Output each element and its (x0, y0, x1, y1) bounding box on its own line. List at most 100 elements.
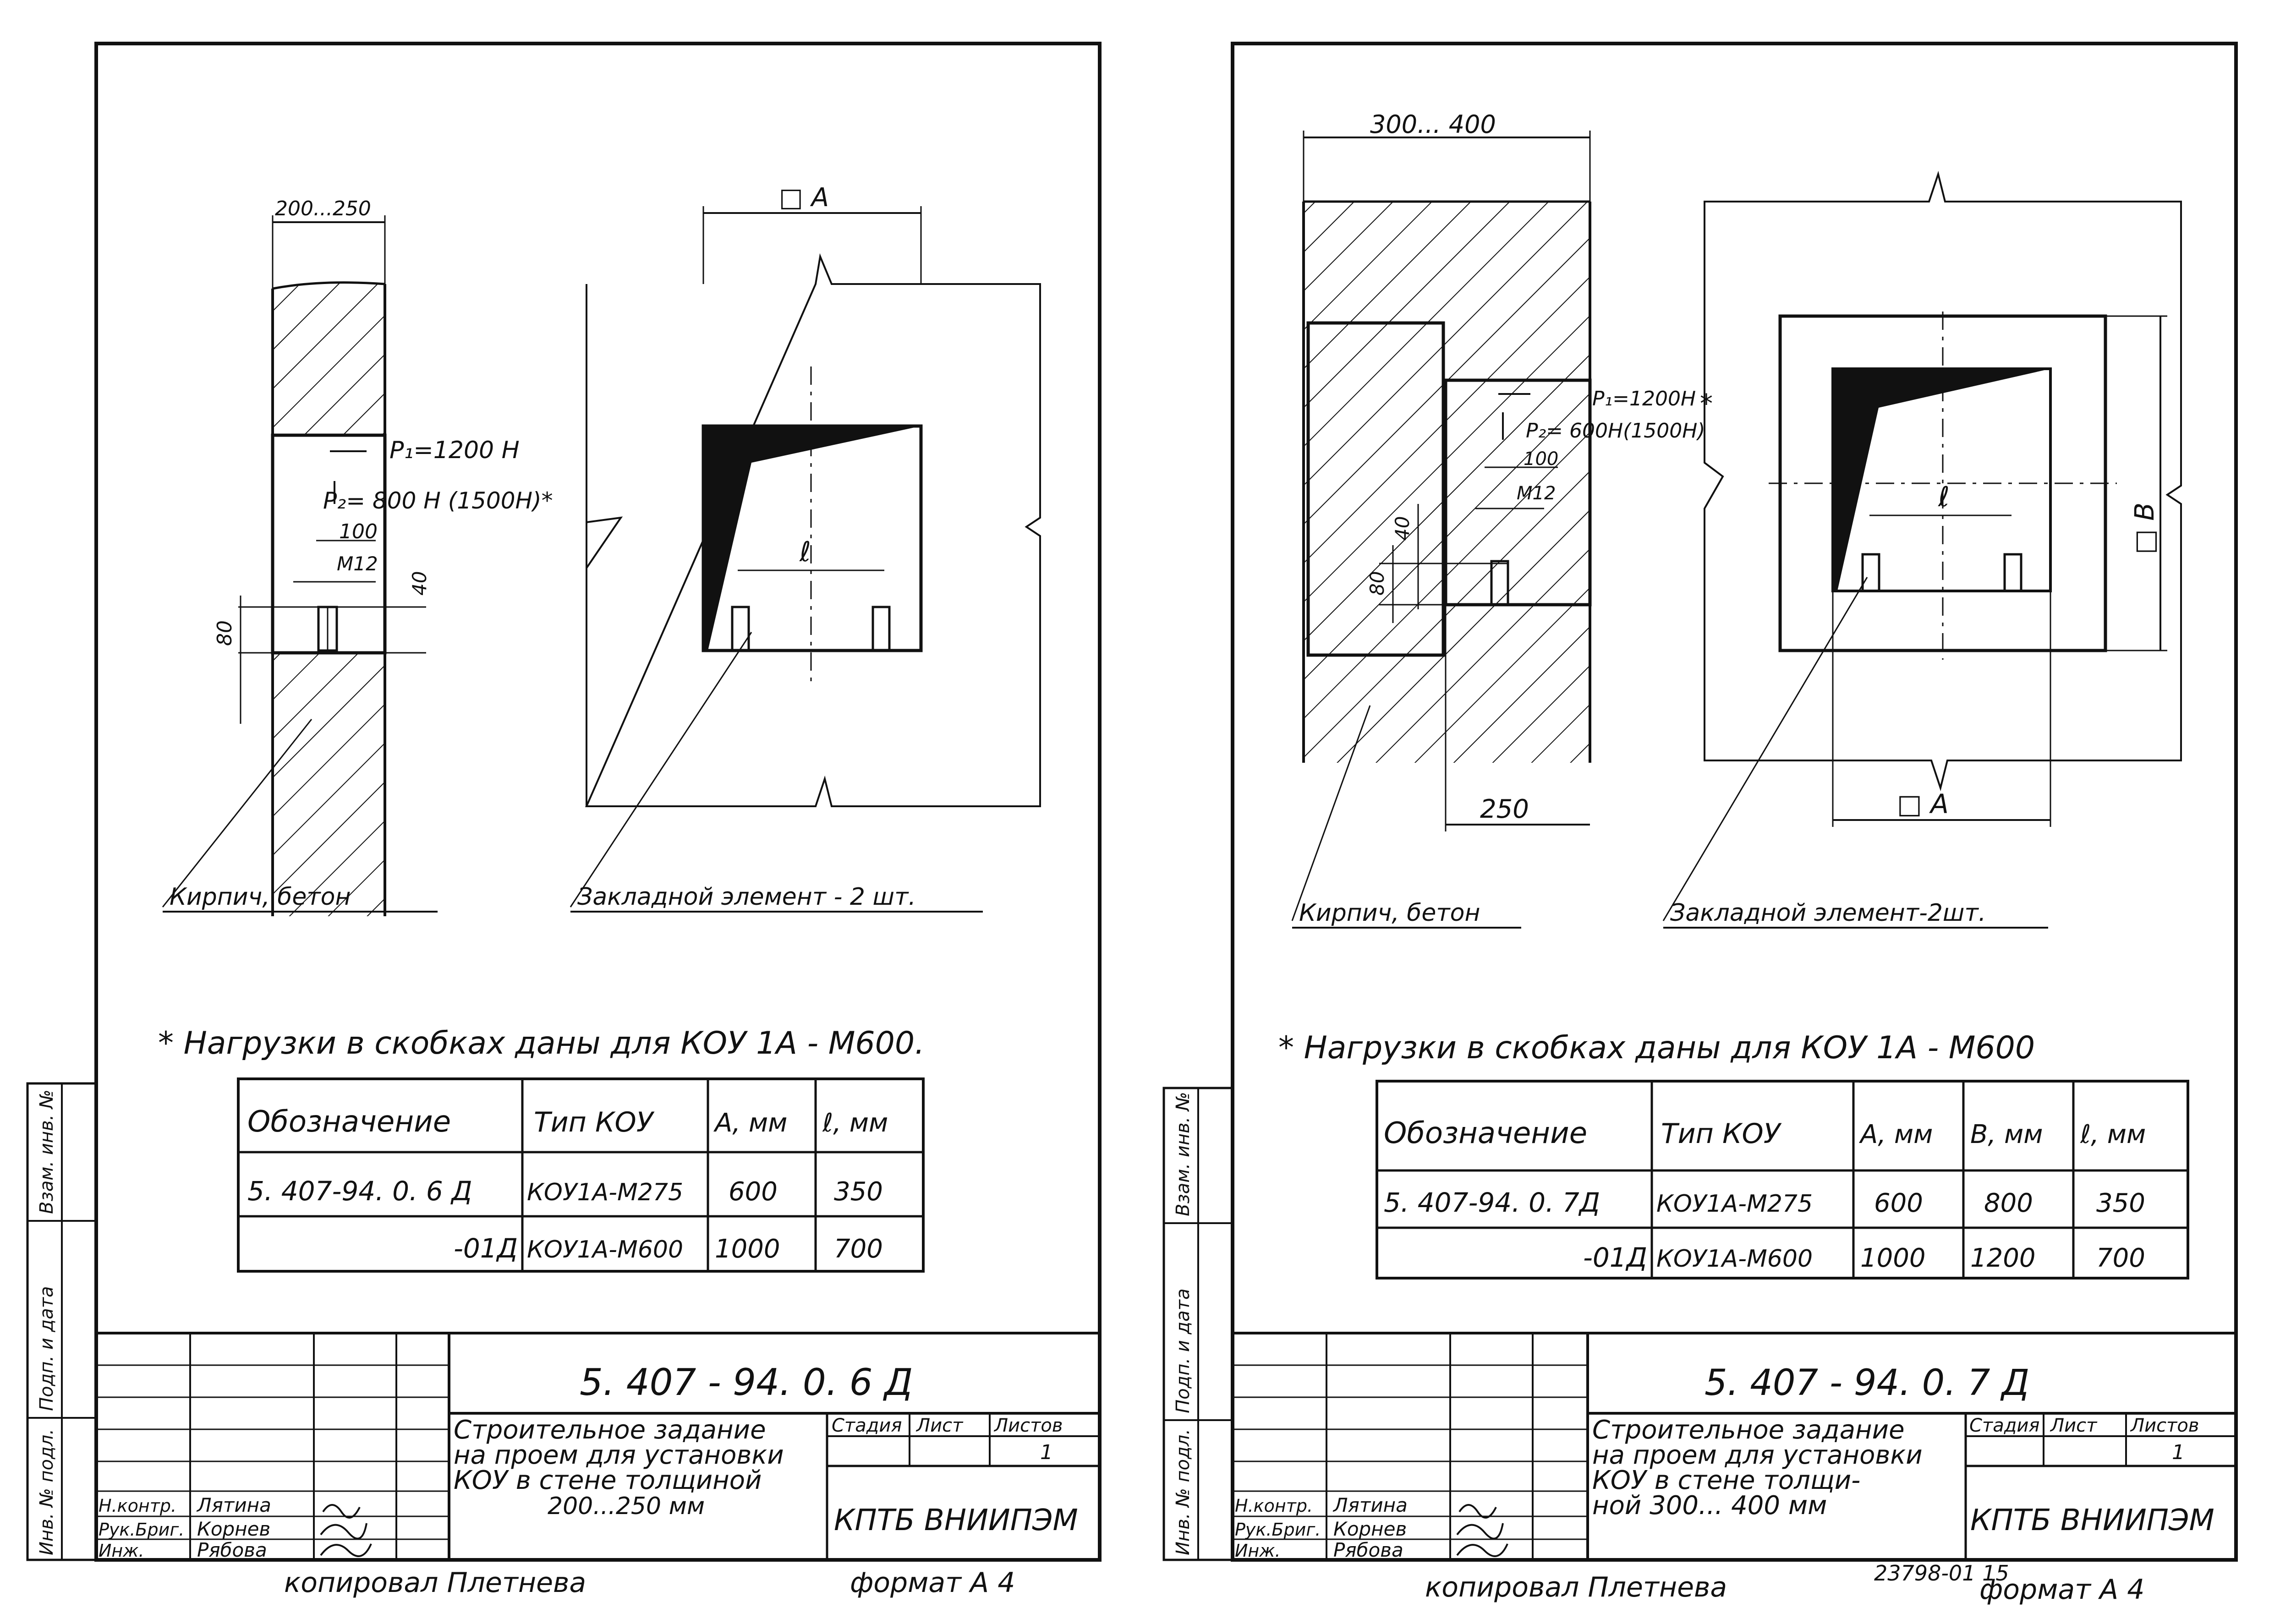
dim-250: 250 (1480, 794, 1529, 824)
cell: 5. 407-94. 0. 6 Д (247, 1176, 472, 1207)
cell: 1000 (1860, 1243, 1926, 1273)
dim-star: * (1700, 389, 1713, 419)
right-frame (1231, 42, 2238, 1562)
cell: -01Д (454, 1233, 518, 1264)
dim-80: 80 (213, 620, 236, 646)
footer-number: 23798-01 15 (1874, 1561, 2009, 1586)
dim-p2: P₂= 800 H (1500H)* (323, 487, 553, 514)
dim-p1: P₁=1200 H (389, 437, 520, 464)
org-name: КПТБ ВНИИПЭМ (834, 1504, 1078, 1537)
side-label: Подп. и дата (1173, 1289, 1194, 1413)
th-designation: Обозначение (1384, 1116, 1587, 1150)
sheets-value: 1 (1040, 1441, 1053, 1464)
th-a: А, мм (713, 1108, 787, 1138)
person: Рябова (197, 1539, 267, 1561)
sheet-header: Лист (915, 1415, 964, 1436)
cell: 600 (729, 1177, 778, 1207)
title-line: КОУ в стене толщиной (454, 1465, 762, 1495)
role: Инж. (1235, 1541, 1281, 1561)
cell: -01Д (1583, 1242, 1647, 1273)
sheets-value: 1 (2172, 1441, 2185, 1464)
left-front-view: □ A ℓ (585, 183, 1041, 807)
left-sheet: 200...250 P₁=1200 H P₂= 800 H (1500H)* 1… (26, 42, 1102, 1599)
th-b: В, мм (1970, 1120, 2043, 1149)
dim-100: 100 (339, 520, 378, 543)
footer-copied: копировал Плетнева (1425, 1571, 1727, 1603)
dim-width: 200...250 (275, 197, 371, 220)
doc-code: 5. 407 - 94. 0. 6 Д (580, 1361, 913, 1404)
signature (1456, 1504, 1508, 1557)
side-strip: Взам. инв. № Подп. и дата Инв. № подл. (1162, 1087, 1234, 1561)
footer-copied: копировал Плетнева (284, 1567, 586, 1599)
side-label: Инв. № подл. (36, 1429, 57, 1555)
label-embedded: Закладной элемент-2шт. (1670, 899, 1986, 927)
role: Инж. (99, 1541, 144, 1561)
person: Корнев (197, 1518, 270, 1540)
cell: 700 (2096, 1243, 2145, 1273)
th-designation: Обозначение (247, 1105, 451, 1139)
person: Лятина (196, 1494, 271, 1516)
dim-l: ℓ (799, 536, 811, 568)
label-brick: Кирпич, бетон (1299, 899, 1480, 927)
org-name: КПТБ ВНИИПЭМ (1970, 1504, 2214, 1537)
title-line: Строительное задание (454, 1415, 766, 1445)
footer-format: формат А 4 (850, 1567, 1015, 1599)
title-block: 5. 407 - 94. 0. 7 Д Строительное задание… (1233, 1332, 2236, 1561)
right-front-view: ℓ □ A □ B (1704, 170, 2182, 827)
side-label: Взам. инв. № (1173, 1092, 1194, 1216)
cell: 800 (1984, 1188, 2033, 1218)
dim-40: 40 (408, 571, 431, 596)
person: Корнев (1333, 1518, 1407, 1540)
cell: 350 (834, 1177, 883, 1207)
footer-format: формат А 4 (1979, 1574, 2144, 1606)
role: Н.контр. (99, 1496, 176, 1516)
sheets-header: Листов (2130, 1415, 2199, 1436)
dim-l: ℓ (1938, 481, 1950, 513)
right-wall-section: 300... 400 250 P₁=1200H * P₂= 600H(1500H… (1302, 110, 1713, 831)
dim-p1: P₁=1200H (1592, 387, 1696, 410)
left-frame (94, 42, 1102, 1562)
note: * Нагрузки в скобках даны для КОУ 1А - М… (158, 1025, 925, 1061)
label-embedded: Закладной элемент - 2 шт. (577, 883, 916, 911)
side-strip: Взам. инв. № Подп. и дата Инв. № подл. (26, 1082, 98, 1561)
role: Рук.Бриг. (1235, 1520, 1321, 1540)
th-type: Тип КОУ (534, 1106, 655, 1138)
role: Н.контр. (1235, 1496, 1313, 1516)
dim-m12: M12 (1517, 483, 1556, 504)
th-a: А, мм (1859, 1120, 1933, 1149)
dim-100: 100 (1524, 448, 1558, 470)
cell: 1000 (715, 1234, 780, 1264)
dim-opening: □ A (1897, 788, 1949, 820)
sheet-header: Лист (2050, 1415, 2098, 1436)
cell: КОУ1А-М275 (1656, 1190, 1813, 1218)
th-l: ℓ, мм (822, 1108, 888, 1138)
doc-code: 5. 407 - 94. 0. 7 Д (1705, 1362, 2029, 1404)
role: Рук.Бриг. (99, 1520, 184, 1540)
side-label: Подп. и дата (36, 1286, 57, 1411)
side-label: Инв. № подл. (1173, 1429, 1194, 1555)
cell: 700 (834, 1234, 883, 1264)
th-type: Тип КОУ (1661, 1118, 1782, 1150)
cell: КОУ1А-М275 (527, 1179, 683, 1206)
person: Лятина (1332, 1494, 1408, 1516)
stage-header: Стадия (1969, 1415, 2039, 1436)
note: * Нагрузки в скобках даны для КОУ 1А - М… (1278, 1030, 2035, 1066)
dim-p2: P₂= 600H(1500H) (1526, 419, 1705, 443)
spec-table: Обозначение Тип КОУ А, мм ℓ, мм 5. 407-9… (237, 1077, 925, 1273)
title-block: 5. 407 - 94. 0. 6 Д Строительное задание… (96, 1332, 1100, 1561)
title-line: на проем для установки (454, 1440, 784, 1470)
title-line: 200...250 мм (548, 1493, 705, 1520)
dim-b: □ B (2129, 503, 2160, 554)
cell: 1200 (1970, 1243, 2036, 1273)
cell: КОУ1А-М600 (527, 1236, 683, 1263)
title-line: на проем для установки (1592, 1440, 1923, 1470)
title-line: КОУ в стене толщи- (1592, 1465, 1860, 1495)
sheets-header: Листов (993, 1415, 1063, 1436)
cell: 350 (2096, 1188, 2145, 1218)
title-line: ной 300... 400 мм (1592, 1491, 1827, 1520)
dim-m12: M12 (337, 552, 378, 575)
dim-opening: □ A (779, 183, 829, 213)
label-brick: Кирпич, бетон (170, 883, 351, 911)
person: Рябова (1333, 1539, 1403, 1561)
